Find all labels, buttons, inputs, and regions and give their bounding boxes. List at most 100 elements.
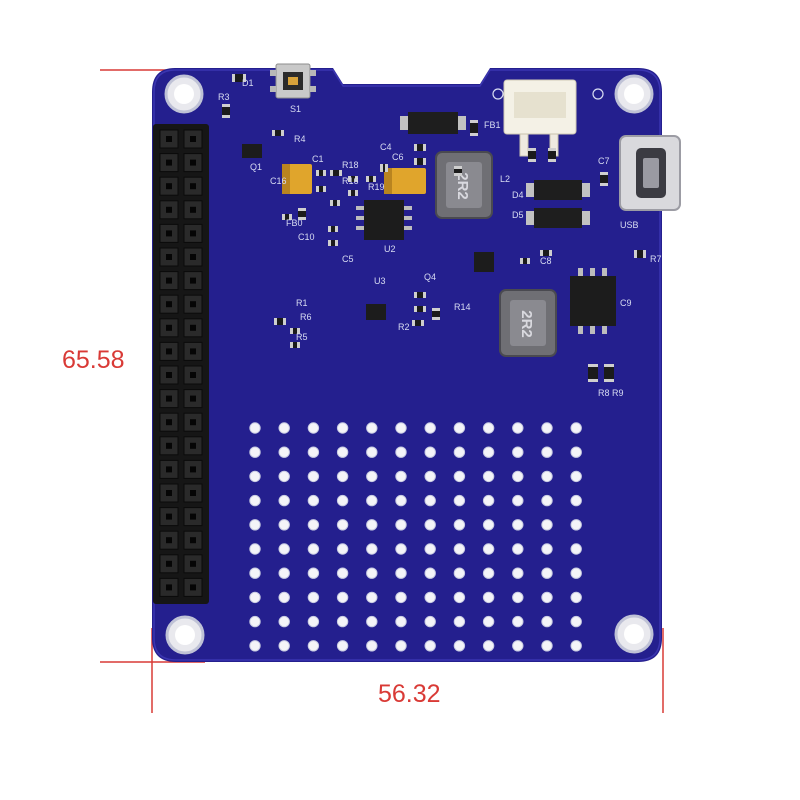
smd-passive bbox=[548, 148, 556, 162]
prototype-hole bbox=[307, 446, 320, 458]
header-pin-hole bbox=[190, 584, 196, 591]
prototype-hole bbox=[278, 446, 290, 458]
prototype-hole bbox=[570, 470, 582, 483]
silkscreen-label: FB1 bbox=[484, 120, 501, 130]
prototype-hole bbox=[512, 470, 524, 483]
smd-passive bbox=[290, 342, 300, 348]
prototype-hole bbox=[278, 591, 290, 604]
header-pin-hole bbox=[190, 324, 196, 331]
prototype-hole bbox=[424, 470, 436, 483]
silkscreen-label: R19 bbox=[368, 182, 385, 192]
prototype-hole bbox=[541, 567, 553, 579]
silkscreen-labels: S1R3D1R4Q1C16C1R18R16R19FB1C4C5C6L2D4D5C… bbox=[218, 78, 662, 398]
prototype-hole-grid bbox=[249, 422, 582, 652]
height-dimension-label: 65.58 bbox=[62, 346, 125, 374]
prototype-hole bbox=[482, 446, 495, 458]
gpio-header-pins bbox=[159, 129, 203, 597]
silkscreen-label: R7 bbox=[650, 254, 662, 264]
prototype-hole bbox=[541, 591, 553, 604]
silkscreen-label: D1 bbox=[242, 78, 254, 88]
prototype-hole bbox=[307, 422, 320, 434]
prototype-hole bbox=[395, 519, 407, 531]
prototype-hole bbox=[336, 446, 349, 458]
header-pin-hole bbox=[190, 159, 196, 166]
silkscreen-label: R18 bbox=[342, 160, 359, 170]
header-pin-hole bbox=[190, 183, 196, 190]
silkscreen-label: FB0 bbox=[286, 218, 303, 228]
smd-passive bbox=[330, 200, 340, 206]
silkscreen-label: C6 bbox=[392, 152, 404, 162]
tantalum-capacitor bbox=[282, 164, 312, 194]
prototype-hole bbox=[366, 567, 378, 579]
prototype-hole bbox=[570, 640, 582, 652]
prototype-hole bbox=[570, 591, 582, 604]
silkscreen-label: U2 bbox=[384, 244, 396, 254]
prototype-hole bbox=[482, 470, 495, 483]
prototype-hole bbox=[570, 543, 582, 555]
prototype-hole bbox=[541, 422, 553, 434]
prototype-hole bbox=[307, 494, 320, 507]
smd-passives bbox=[222, 74, 646, 382]
silkscreen-label: R1 bbox=[296, 298, 308, 308]
gpio-header bbox=[153, 124, 209, 604]
silkscreen-label: R3 bbox=[218, 92, 230, 102]
smd-passive bbox=[604, 364, 614, 382]
silkscreen-label: L2 bbox=[500, 174, 510, 184]
silkscreen-label: R4 bbox=[294, 134, 306, 144]
silkscreen-label: C8 bbox=[540, 256, 552, 266]
smd-passive bbox=[232, 74, 246, 82]
prototype-hole bbox=[453, 640, 466, 652]
transistor-q4 bbox=[366, 304, 386, 320]
smd-passive bbox=[414, 306, 426, 312]
prototype-hole bbox=[249, 446, 261, 458]
smd-passive bbox=[328, 226, 338, 232]
header-pin-hole bbox=[166, 230, 172, 237]
prototype-hole bbox=[512, 519, 524, 531]
prototype-hole bbox=[424, 567, 436, 579]
prototype-hole bbox=[336, 567, 349, 579]
prototype-hole bbox=[336, 615, 349, 628]
smd-passive bbox=[316, 186, 326, 192]
smd-passive bbox=[282, 214, 292, 220]
header-pin-hole bbox=[166, 537, 172, 544]
header-pin-hole bbox=[190, 395, 196, 402]
ic-u3 bbox=[570, 268, 616, 334]
ic-small bbox=[474, 252, 494, 272]
silkscreen-label: R5 bbox=[296, 332, 308, 342]
header-pin-hole bbox=[190, 372, 196, 378]
header-pin-hole bbox=[190, 419, 196, 426]
prototype-hole bbox=[249, 640, 261, 652]
silkscreen-label: USB bbox=[620, 220, 639, 230]
silkscreen-label: C7 bbox=[598, 156, 610, 166]
mounting-hole-bottom-right bbox=[614, 614, 654, 654]
prototype-hole bbox=[424, 591, 436, 604]
silkscreen-label: R14 bbox=[454, 302, 471, 312]
diode-d5 bbox=[526, 208, 590, 228]
smd-passive bbox=[600, 172, 608, 186]
mounting-hole-bottom-left bbox=[165, 615, 205, 655]
smd-passive bbox=[414, 292, 426, 298]
prototype-hole bbox=[482, 591, 495, 604]
header-pin-hole bbox=[166, 159, 172, 166]
silkscreen-label: R8 bbox=[598, 388, 610, 398]
inductor-marking-1: 2R2 bbox=[454, 172, 471, 200]
prototype-hole bbox=[307, 615, 320, 628]
prototype-hole bbox=[278, 470, 290, 483]
transistor-q1 bbox=[242, 144, 262, 158]
header-pin-hole bbox=[166, 584, 172, 591]
header-pin-hole bbox=[166, 513, 172, 520]
header-pin-hole bbox=[166, 136, 172, 142]
prototype-hole bbox=[512, 640, 524, 652]
prototype-hole bbox=[570, 519, 582, 531]
diode-d4 bbox=[526, 180, 590, 200]
prototype-hole bbox=[570, 422, 582, 434]
header-pin-hole bbox=[190, 560, 196, 567]
prototype-hole bbox=[482, 567, 495, 579]
prototype-hole bbox=[512, 422, 524, 434]
prototype-hole bbox=[482, 422, 495, 434]
header-pin-hole bbox=[190, 230, 196, 237]
prototype-hole bbox=[336, 519, 349, 531]
prototype-hole bbox=[512, 615, 524, 628]
prototype-hole bbox=[482, 543, 495, 555]
header-pin-hole bbox=[190, 254, 196, 260]
